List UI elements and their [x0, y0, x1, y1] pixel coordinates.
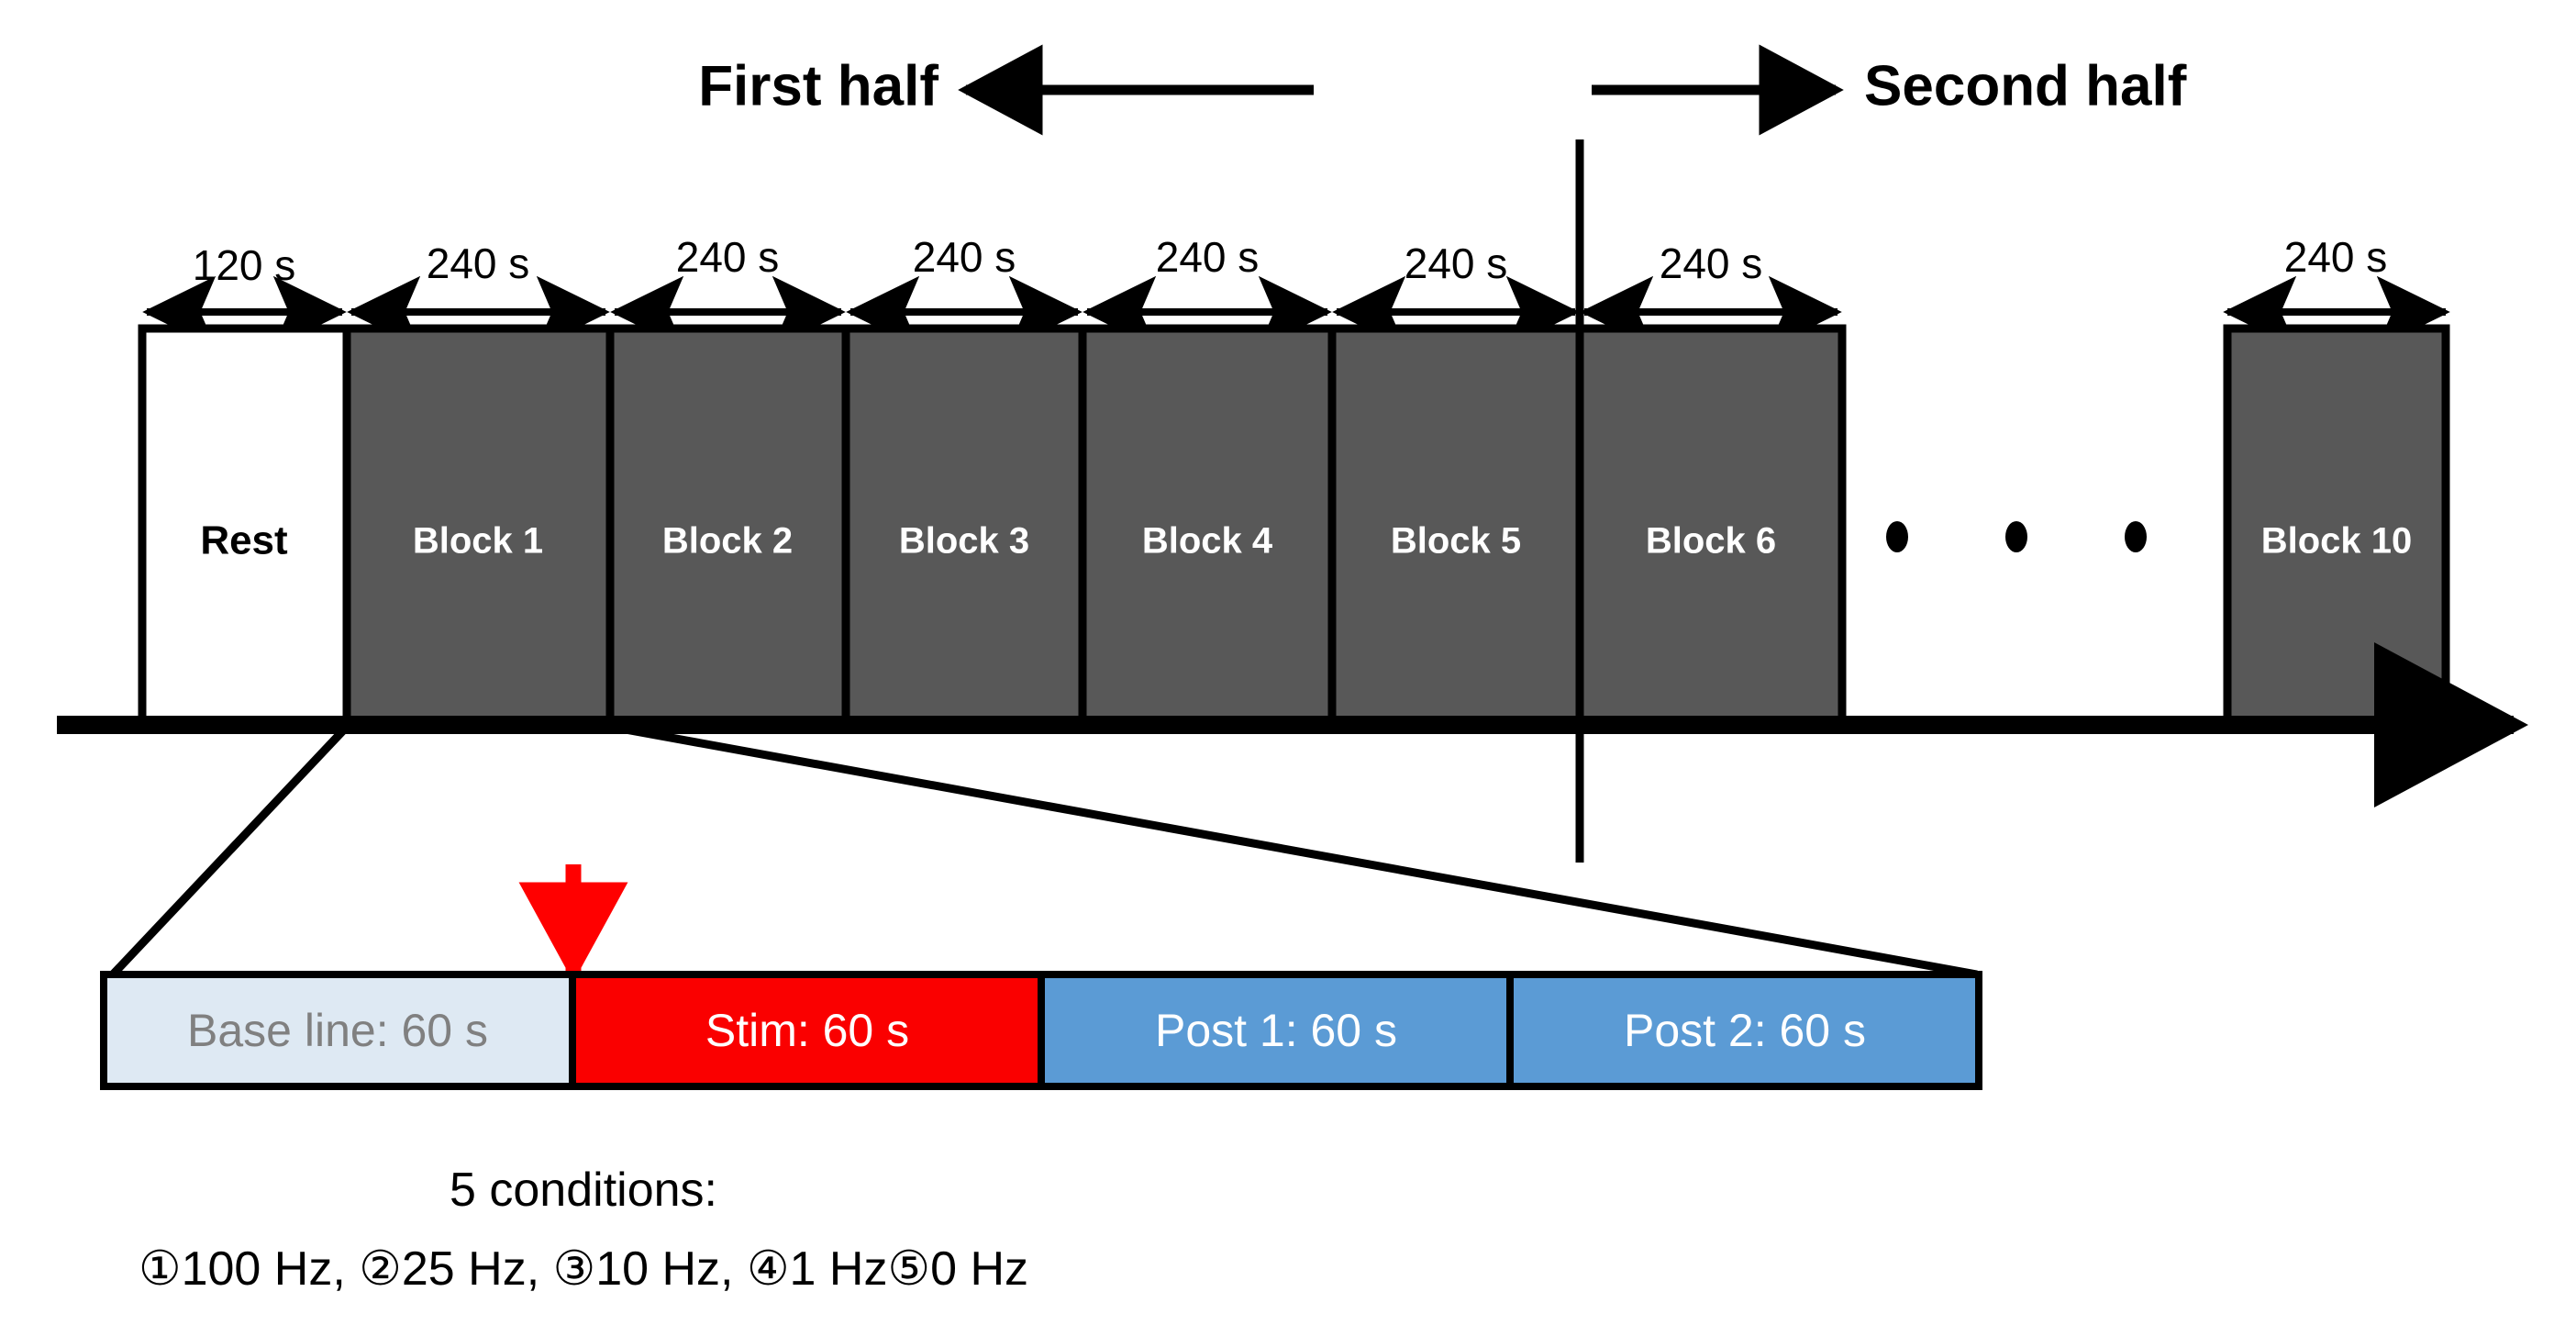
second-half-label: Second half — [1864, 54, 2187, 117]
block-label-block-10: Block 10 — [2261, 521, 2413, 562]
timeline-blocks: Rest Block 1 Block 2 Block 3 Block 4 Blo… — [138, 324, 2450, 729]
block-rect-block-6[interactable] — [1575, 324, 1847, 729]
block-label-block-4: Block 4 — [1142, 521, 1273, 562]
block-rect-rest[interactable] — [138, 324, 351, 729]
detail-label-post-1: Post 1: 60 s — [1155, 1005, 1397, 1056]
conditions-caption: 5 conditions: ①100 Hz, ②25 Hz, ③10 Hz, ④… — [139, 1164, 1028, 1296]
block-detail-bar: Base line: 60 s Stim: 60 s Post 1: 60 s … — [100, 971, 1982, 1090]
conditions-heading: 5 conditions: — [450, 1164, 717, 1217]
block-rect-block-5[interactable] — [1327, 324, 1584, 729]
first-half-label: First half — [698, 54, 938, 117]
blocks-ellipsis — [1886, 521, 2147, 552]
duration-label-block-2: 240 s — [676, 233, 780, 281]
ellipsis-dot-1 — [1886, 521, 1908, 552]
duration-label-block-5: 240 s — [1405, 239, 1508, 287]
ellipsis-dot-3 — [2125, 521, 2147, 552]
block-label-block-1: Block 1 — [413, 521, 543, 562]
callout-line-left — [109, 723, 350, 978]
callout-line-right — [609, 722, 1978, 979]
duration-label-block-3: 240 s — [913, 233, 1016, 281]
duration-label-block-4: 240 s — [1156, 233, 1260, 281]
detail-label-baseline: Base line: 60 s — [187, 1005, 488, 1056]
duration-label-rest: 120 s — [193, 241, 296, 289]
duration-measures: 120 s 240 s 240 s 240 s 240 s 240 s 240 … — [142, 233, 2450, 349]
duration-label-block-1: 240 s — [427, 239, 530, 287]
callout-connectors — [109, 722, 1978, 979]
conditions-list: ①100 Hz, ②25 Hz, ③10 Hz, ④1 Hz⑤0 Hz — [139, 1242, 1028, 1296]
block-rect-block-3[interactable] — [841, 324, 1087, 729]
ellipsis-dot-2 — [2005, 521, 2027, 552]
block-label-block-3: Block 3 — [899, 521, 1029, 562]
detail-segment-stim[interactable] — [569, 971, 1045, 1090]
block-rect-block-10[interactable] — [2223, 324, 2450, 729]
duration-label-block-6: 240 s — [1660, 239, 1763, 287]
halves-header: First half Second half — [698, 44, 2187, 136]
block-label-block-2: Block 2 — [662, 521, 793, 562]
block-label-block-6: Block 6 — [1646, 521, 1776, 562]
detail-segment-post-2[interactable] — [1506, 971, 1982, 1090]
duration-label-block-10: 240 s — [2284, 233, 2388, 281]
block-rect-block-4[interactable] — [1078, 324, 1337, 729]
block-label-block-5: Block 5 — [1391, 521, 1521, 562]
detail-segment-post-1[interactable] — [1038, 971, 1514, 1090]
block-rect-block-1[interactable] — [342, 324, 615, 729]
detail-segment-baseline[interactable] — [100, 971, 576, 1090]
detail-label-stim: Stim: 60 s — [705, 1005, 909, 1056]
detail-label-post-2: Post 2: 60 s — [1624, 1005, 1866, 1056]
block-label-rest: Rest — [200, 518, 288, 563]
